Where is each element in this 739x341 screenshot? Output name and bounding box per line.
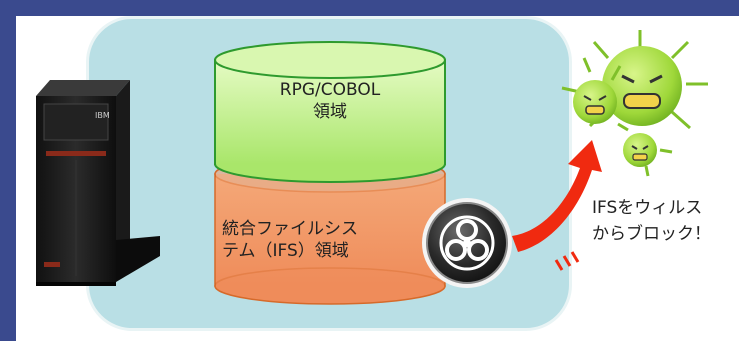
server-icon: IBM	[36, 80, 160, 286]
rpg-cobol-label-line2: 領域	[313, 102, 347, 123]
callout-line1: IFSをウィルス	[592, 198, 703, 218]
callout-line2: からブロック！	[592, 223, 711, 244]
ifs-label-line2: テム（IFS）領域	[222, 241, 349, 262]
ifs-label: 統合ファイルシス テム（IFS）領域	[222, 218, 422, 262]
ifs-label-line1: 統合ファイルシス	[222, 219, 358, 239]
ifs-layer-cylinder	[214, 155, 446, 305]
server-brand-label: IBM	[95, 111, 110, 120]
left-border	[0, 0, 16, 341]
biohazard-icon	[422, 198, 512, 288]
virus-icon	[561, 30, 708, 177]
top-border	[0, 0, 739, 16]
rpg-cobol-label-line1: RPG/COBOL	[279, 80, 381, 100]
rpg-layer-cylinder	[214, 41, 446, 183]
rpg-cobol-label: RPG/COBOL 領域	[215, 79, 445, 123]
arrow-icon	[512, 140, 602, 271]
virus-block-callout: IFSをウィルス からブロック！	[592, 196, 739, 247]
